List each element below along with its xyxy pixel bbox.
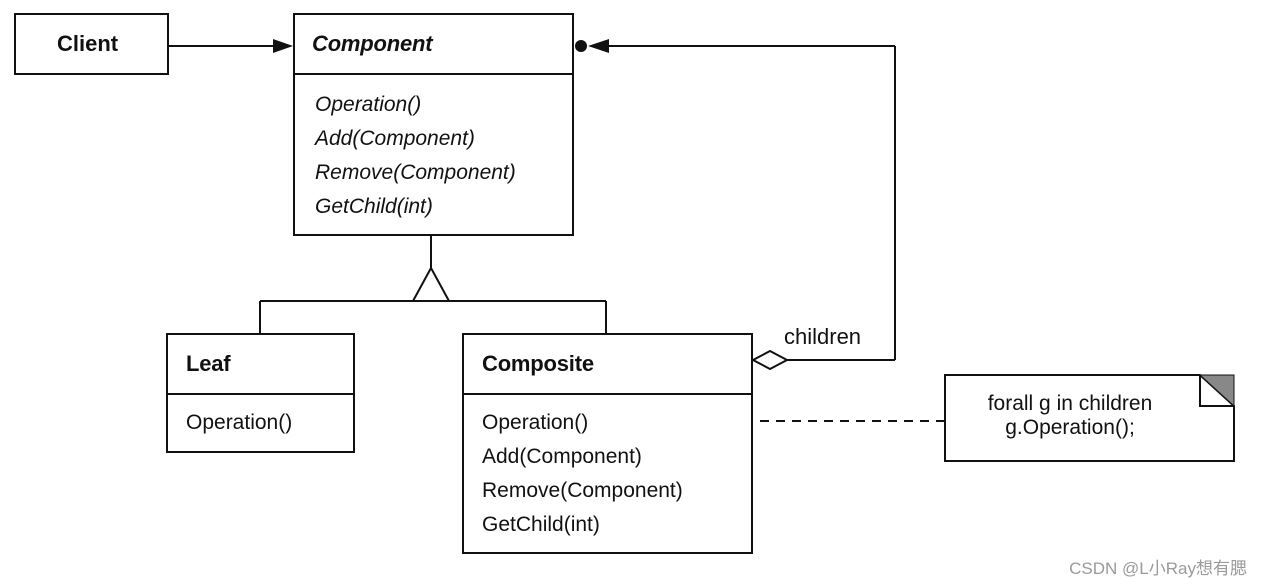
watermark: CSDN @L小Ray想有腮 bbox=[1069, 559, 1247, 578]
note-text: forall g in children g.Operation(); bbox=[945, 392, 1195, 440]
children-role-label: children bbox=[784, 324, 862, 349]
leaf-method-list: Operation() bbox=[168, 395, 353, 440]
component-method-list: Operation() Add(Component) Remove(Compon… bbox=[295, 75, 572, 224]
note-shape bbox=[944, 374, 1235, 462]
component-class-box: Component Operation() Add(Component) Rem… bbox=[293, 13, 574, 236]
leaf-class-box: Leaf Operation() bbox=[166, 333, 355, 453]
composite-method-add: Add(Component) bbox=[482, 445, 642, 468]
component-class-name: Component bbox=[295, 15, 572, 75]
composite-class-name: Composite bbox=[464, 335, 751, 395]
composite-method-remove: Remove(Component) bbox=[482, 479, 683, 502]
client-label: Client bbox=[57, 31, 119, 56]
leaf-class-name: Leaf bbox=[168, 335, 353, 395]
note-line-2: g.Operation(); bbox=[1005, 416, 1135, 439]
composite-method-list: Operation() Add(Component) Remove(Compon… bbox=[464, 395, 751, 542]
composite-method-getchild: GetChild(int) bbox=[482, 513, 600, 536]
component-method-add: Add(Component) bbox=[315, 127, 475, 150]
client-class-box: Client bbox=[14, 13, 169, 75]
inheritance-connector bbox=[259, 236, 607, 333]
composite-class-box: Composite Operation() Add(Component) Rem… bbox=[462, 333, 753, 554]
children-aggregation bbox=[575, 39, 896, 371]
component-method-getchild: GetChild(int) bbox=[315, 195, 433, 218]
client-component-arrow bbox=[169, 39, 293, 53]
component-method-remove: Remove(Component) bbox=[315, 161, 516, 184]
component-method-operation: Operation() bbox=[315, 93, 422, 116]
note-line-1: forall g in children bbox=[987, 392, 1153, 415]
leaf-method-operation: Operation() bbox=[186, 411, 293, 434]
composite-method-operation: Operation() bbox=[482, 411, 589, 434]
